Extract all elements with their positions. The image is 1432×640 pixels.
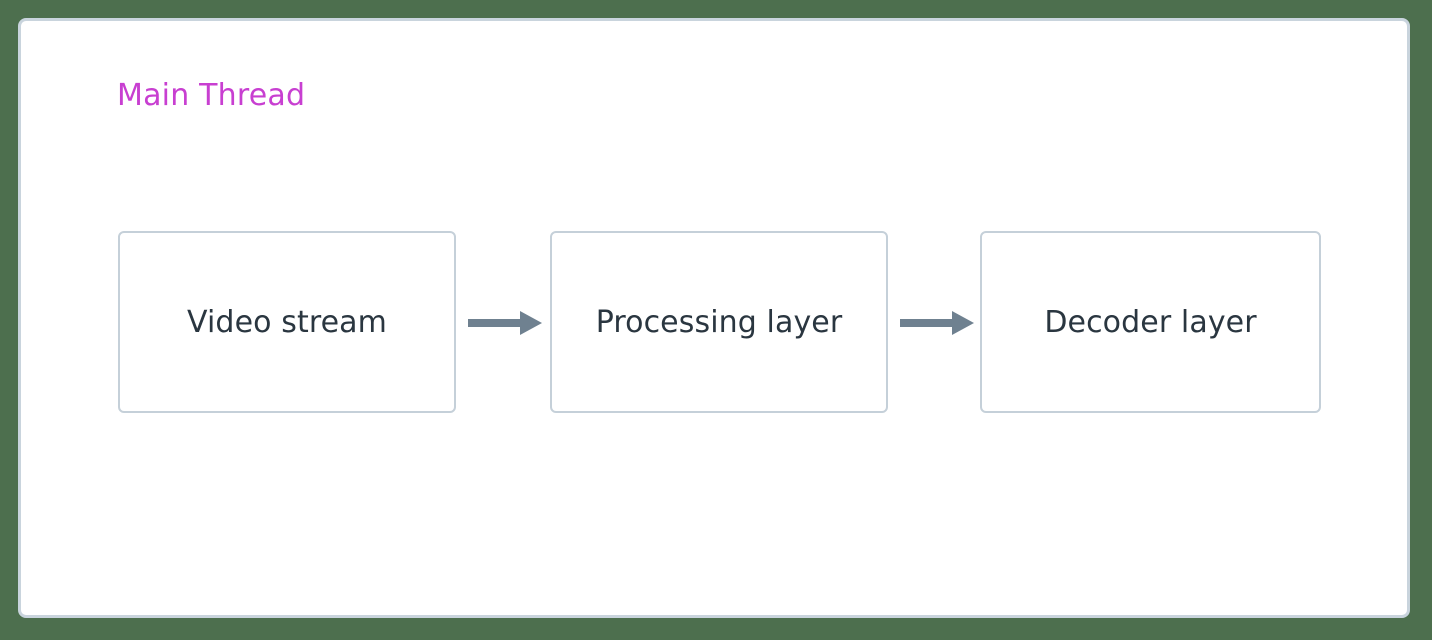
edge-processing-layer-to-decoder-layer (900, 310, 974, 336)
group-title-main-thread: Main Thread (117, 78, 306, 113)
node-decoder-layer[interactable]: Decoder layer (980, 231, 1321, 413)
node-label: Decoder layer (1044, 304, 1257, 340)
arrow-right-icon (468, 311, 542, 335)
arrow-right-icon (900, 311, 974, 335)
node-processing-layer[interactable]: Processing layer (550, 231, 888, 413)
node-label: Processing layer (595, 304, 843, 340)
node-label: Video stream (187, 304, 387, 340)
diagram-canvas: Main Thread Video stream Processing laye… (18, 18, 1410, 618)
node-video-stream[interactable]: Video stream (118, 231, 456, 413)
edge-video-stream-to-processing-layer (468, 310, 542, 336)
